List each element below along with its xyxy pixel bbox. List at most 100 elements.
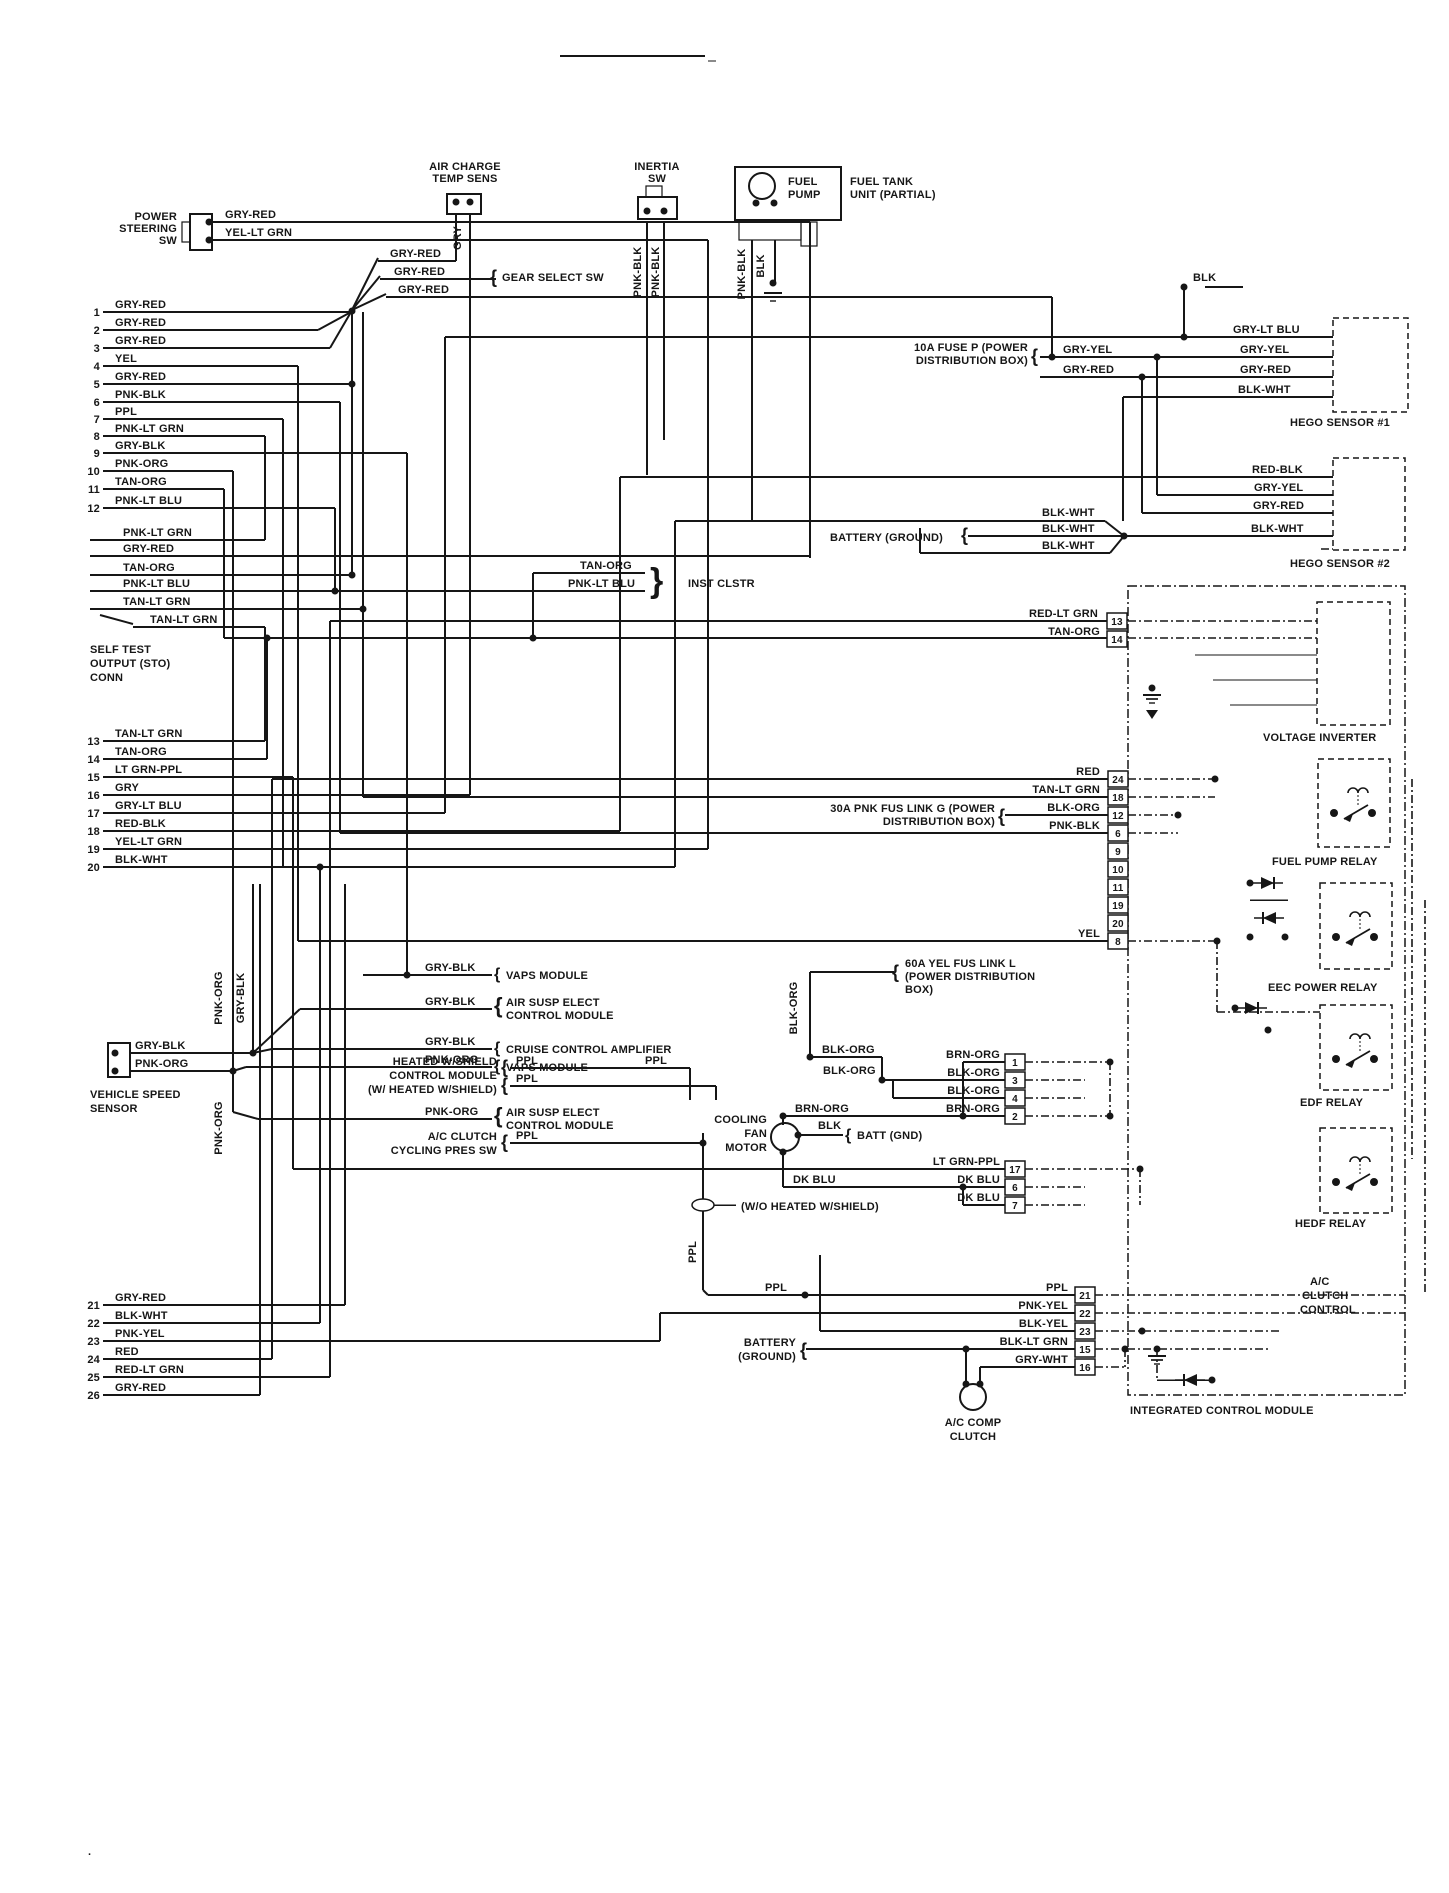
wire-label: CONTROL MODULE bbox=[389, 1070, 497, 1082]
icm-connector-upper-pin-box bbox=[1107, 878, 1129, 896]
junction-dot bbox=[1180, 283, 1188, 291]
wire-label: TAN-ORG bbox=[1048, 626, 1100, 638]
ac-comp-clutch-circle bbox=[959, 1383, 987, 1411]
junction-dot bbox=[1174, 811, 1182, 819]
junction-dot bbox=[1121, 1345, 1129, 1353]
wire-label: PPL bbox=[1046, 1282, 1068, 1294]
wire-label: DK BLU bbox=[957, 1192, 1000, 1204]
hego-sensor-1-label: HEGO SENSOR #1 bbox=[1290, 417, 1390, 429]
wire-label: SW bbox=[159, 235, 178, 247]
wire-label: PNK-YEL bbox=[1018, 1300, 1068, 1312]
wire-label: TAN-ORG bbox=[580, 560, 632, 572]
icm-connector-hedf-pin-number: 17 bbox=[1009, 1165, 1021, 1176]
wire-label: } bbox=[650, 562, 663, 600]
wire-label: TAN-LT GRN bbox=[123, 596, 191, 608]
junction-dot bbox=[959, 1112, 967, 1120]
wire-label: PPL bbox=[516, 1055, 538, 1067]
icm-connector-upper-pin-number: 6 bbox=[1115, 829, 1121, 840]
edf-relay bbox=[1319, 1004, 1393, 1091]
wire-label: YEL-LT GRN bbox=[225, 227, 292, 239]
wire-label: TAN-LT GRN bbox=[1032, 784, 1100, 796]
wire-label: 2 bbox=[94, 325, 100, 337]
icm-connector-edf-pin-number: 2 bbox=[1012, 1112, 1018, 1123]
relay-coil-icon bbox=[1349, 1156, 1371, 1163]
wire-label: BLK bbox=[1193, 272, 1216, 284]
wire-label: 8 bbox=[94, 431, 100, 443]
air-susp-module-label: AIR SUSP ELECT bbox=[506, 997, 600, 1009]
junction-dot bbox=[1148, 684, 1156, 692]
wire-label: 15 bbox=[87, 772, 100, 784]
junction-dot bbox=[1281, 933, 1289, 941]
wire-label: PNK-ORG bbox=[115, 458, 168, 470]
wire-diag bbox=[1104, 520, 1125, 537]
wire-label: PNK-BLK bbox=[1049, 820, 1100, 832]
icm-connector-upper-pin-number: 24 bbox=[1112, 775, 1124, 786]
junction-dot bbox=[1106, 1112, 1114, 1120]
junction-dot bbox=[229, 1067, 237, 1075]
voltage-inverter-label: VOLTAGE INVERTER bbox=[1263, 732, 1376, 744]
wire-label: GRY bbox=[452, 226, 464, 250]
wire-label: VAPS MODULE bbox=[506, 1062, 588, 1074]
wire-label: RED-BLK bbox=[1252, 464, 1303, 476]
icm-connector-upper-pin-box bbox=[1107, 824, 1129, 842]
relay-contact-dot bbox=[1332, 1055, 1340, 1063]
junction-dot bbox=[111, 1049, 119, 1057]
vaps-module-label: VAPS MODULE bbox=[506, 970, 588, 982]
junction-dot bbox=[643, 207, 651, 215]
wire-label: SW bbox=[648, 173, 667, 185]
icm-connector-13-14-pin-number: 14 bbox=[1111, 635, 1123, 646]
ac-comp-clutch-label: A/C COMP bbox=[945, 1417, 1002, 1429]
relay-contact-dot bbox=[1368, 809, 1376, 817]
wire-label: CYCLING PRES SW bbox=[391, 1145, 498, 1157]
wire-label: 9 bbox=[94, 448, 100, 460]
junction-dot bbox=[976, 1380, 984, 1388]
icm-connector-hedf-pin-number: 7 bbox=[1012, 1201, 1018, 1212]
self-test-output-label: SELF TEST bbox=[90, 644, 151, 656]
wire-label: BLK-WHT bbox=[115, 1310, 168, 1322]
wire-label: LT GRN-PPL bbox=[933, 1156, 1000, 1168]
edf-relay-label: EDF RELAY bbox=[1300, 1097, 1364, 1109]
wire-label: { bbox=[1031, 346, 1038, 366]
icm-connector-lower-pin-number: 15 bbox=[1079, 1345, 1091, 1356]
wo-heated-wshield-label: (W/O HEATED W/SHIELD) bbox=[741, 1201, 879, 1213]
junction-dot bbox=[1048, 353, 1056, 361]
wire-label: BLK-ORG bbox=[823, 1065, 876, 1077]
fuse-p-label: 10A FUSE P (POWER bbox=[914, 342, 1028, 354]
inst-clstr-label: INST CLSTR bbox=[688, 578, 755, 590]
wire-label: 11 bbox=[88, 484, 100, 496]
icm-connector-edf-pin-number: 4 bbox=[1012, 1094, 1018, 1105]
icm-connector-upper-pin-number: 20 bbox=[1112, 919, 1124, 930]
fus-link-g-label: 30A PNK FUS LINK G (POWER bbox=[830, 803, 995, 815]
integrated-control-module bbox=[1127, 585, 1406, 1396]
hego-sensor-1 bbox=[1332, 317, 1409, 413]
junction-dot bbox=[1211, 775, 1219, 783]
wire-diag bbox=[232, 1111, 259, 1120]
icm-connector-13-14-pin-box bbox=[1106, 612, 1128, 630]
icm-connector-upper-pin-number: 10 bbox=[1112, 865, 1124, 876]
wire-label: PPL bbox=[516, 1130, 538, 1142]
wire-label: { bbox=[501, 1075, 508, 1095]
wire-label: OUTPUT (STO) bbox=[90, 658, 171, 670]
icm-connector-lower-pin-box bbox=[1074, 1322, 1096, 1340]
wire-label: 10 bbox=[87, 466, 100, 478]
fuel-pump-label: FUEL bbox=[788, 176, 818, 188]
wire-label: 5 bbox=[94, 379, 100, 391]
wire-label: GRY-RED bbox=[225, 209, 276, 221]
relay-contact-dot bbox=[1370, 1178, 1378, 1186]
wire-label: 20 bbox=[87, 862, 100, 874]
junction-dot bbox=[529, 634, 537, 642]
relay-contact-dot bbox=[1332, 1178, 1340, 1186]
heated-wshield-module-label: HEATED W/SHIELD bbox=[393, 1056, 497, 1068]
wire-label: PNK-YEL bbox=[115, 1328, 165, 1340]
junction-dot bbox=[466, 198, 474, 206]
wire-label: PNK-BLK bbox=[632, 247, 644, 298]
icm-connector-edf-pin-number: 1 bbox=[1012, 1058, 1018, 1069]
junction-dot bbox=[331, 587, 339, 595]
junction-dot bbox=[962, 1380, 970, 1388]
wire-label: RED bbox=[115, 1346, 139, 1358]
fus-link-l-label: 60A YEL FUS LINK L bbox=[905, 958, 1016, 970]
battery-ground-2-label: BATTERY bbox=[744, 1337, 797, 1349]
icm-connector-upper-pin-number: 11 bbox=[1113, 883, 1124, 894]
junction-dot bbox=[348, 571, 356, 579]
junction-dot bbox=[1231, 1004, 1239, 1012]
